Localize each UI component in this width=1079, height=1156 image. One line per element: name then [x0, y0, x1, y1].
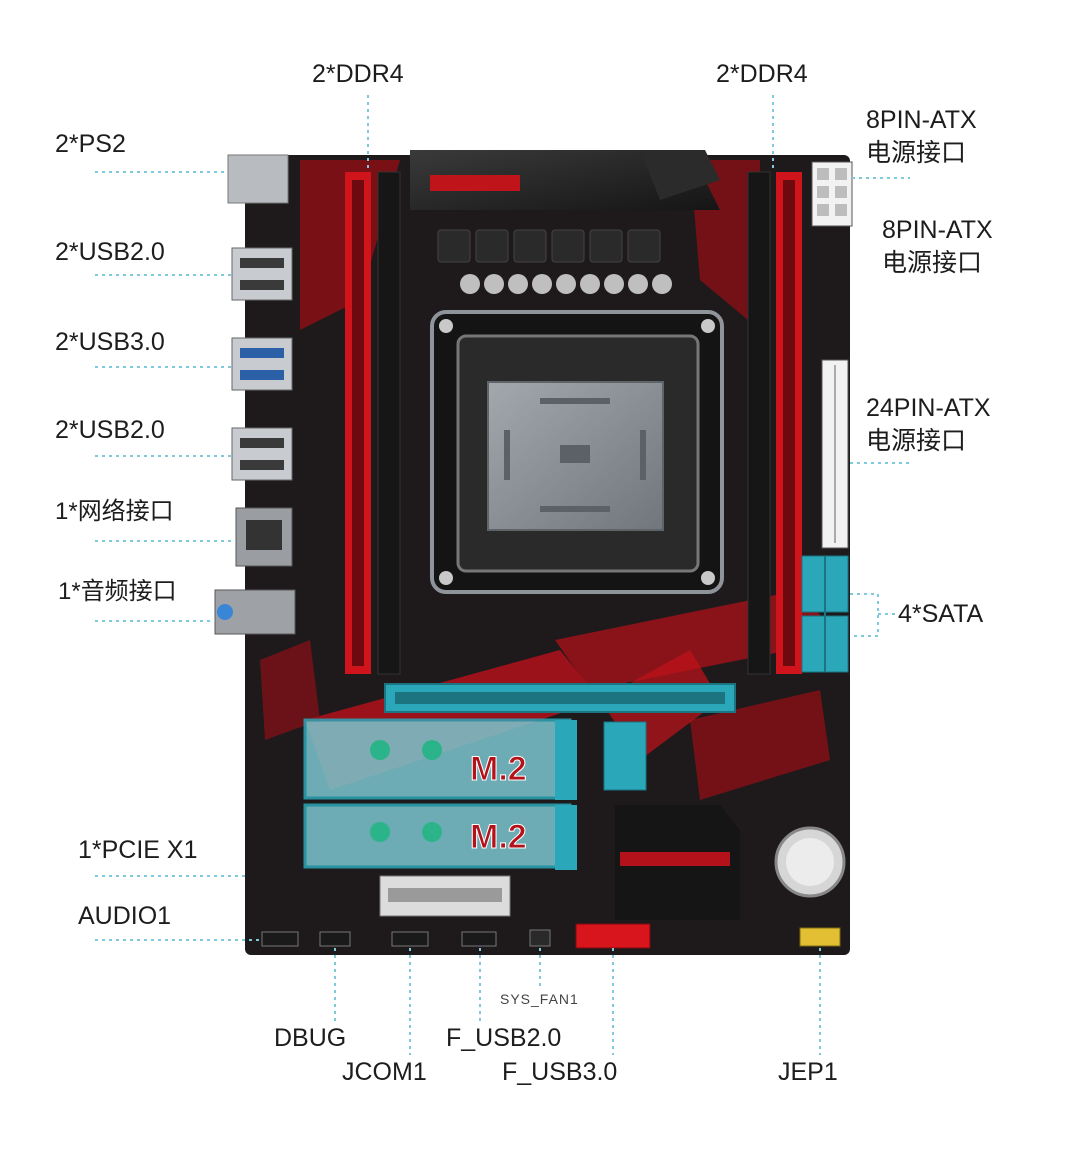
label-usb20-bottom: 2*USB2.0 — [55, 416, 165, 444]
label-dbug: DBUG — [274, 1024, 347, 1052]
label-atx8-1-sub: 电源接口 — [866, 139, 967, 167]
atx-24pin-connector — [821, 359, 849, 549]
jep1-header — [799, 927, 841, 947]
m2-slot-lower: M.2 — [303, 803, 577, 870]
sata-ports — [801, 555, 849, 673]
jcom1-header — [391, 931, 429, 947]
usb20-port-bottom — [231, 427, 293, 481]
label-sata: 4*SATA — [898, 600, 984, 628]
label-jep1: JEP1 — [778, 1058, 838, 1086]
m2-upper-mark: M.2 — [470, 750, 527, 788]
label-atx24-sub: 电源接口 — [866, 427, 967, 455]
label-atx24: 24PIN-ATX 电源接口 — [866, 396, 991, 454]
label-atx8-1-title: 8PIN-ATX — [866, 106, 977, 134]
label-atx8-2: 8PIN-ATX 电源接口 — [882, 218, 993, 276]
label-jcom1: JCOM1 — [342, 1058, 427, 1086]
label-f-usb30: F_USB3.0 — [502, 1058, 618, 1086]
cpu-socket — [430, 310, 724, 594]
label-sys-fan: SYS_FAN1 — [500, 991, 579, 1007]
label-f-usb20: F_USB2.0 — [446, 1024, 562, 1052]
label-atx24-title: 24PIN-ATX — [866, 394, 991, 422]
label-pcie-x1: 1*PCIE X1 — [78, 836, 198, 864]
label-ddr4-right: 2*DDR4 — [716, 60, 808, 88]
label-audio-port: 1*音频接口 — [58, 578, 177, 605]
leader-lines — [95, 95, 910, 1055]
label-ddr4-left: 2*DDR4 — [312, 60, 404, 88]
usb20-port-top — [231, 247, 293, 301]
label-network: 1*网络接口 — [55, 498, 174, 525]
label-ps2: 2*PS2 — [55, 130, 126, 158]
label-atx8-2-sub: 电源接口 — [882, 249, 983, 277]
f-usb20-header — [461, 931, 497, 947]
audio1-header — [261, 931, 299, 947]
cmos-battery — [774, 826, 846, 898]
vrm-heatsink — [410, 150, 720, 294]
usb30-port — [231, 337, 293, 391]
label-usb30: 2*USB3.0 — [55, 328, 165, 356]
dimm-slots-right — [747, 171, 802, 675]
ps2-port — [227, 154, 289, 204]
label-atx8-2-title: 8PIN-ATX — [882, 216, 993, 244]
atx-8pin-connector-1 — [811, 161, 853, 227]
dimm-slots-left — [345, 171, 401, 675]
bottom-headers — [261, 923, 841, 949]
rear-io-panel — [214, 154, 296, 635]
label-usb20-top: 2*USB2.0 — [55, 238, 165, 266]
chipset-heatsink — [615, 805, 740, 920]
m2-slot-upper: M.2 — [303, 718, 577, 800]
label-audio1: AUDIO1 — [78, 902, 172, 930]
f-usb30-header — [575, 923, 651, 949]
pcie-x1-slot — [379, 875, 511, 917]
sys-fan-header — [529, 929, 551, 947]
label-atx8-1: 8PIN-ATX 电源接口 — [866, 108, 977, 166]
small-pcie-slot — [603, 721, 647, 791]
m2-lower-mark: M.2 — [470, 818, 527, 856]
dbug-header — [319, 931, 351, 947]
pcie-x16-slot — [384, 683, 736, 713]
